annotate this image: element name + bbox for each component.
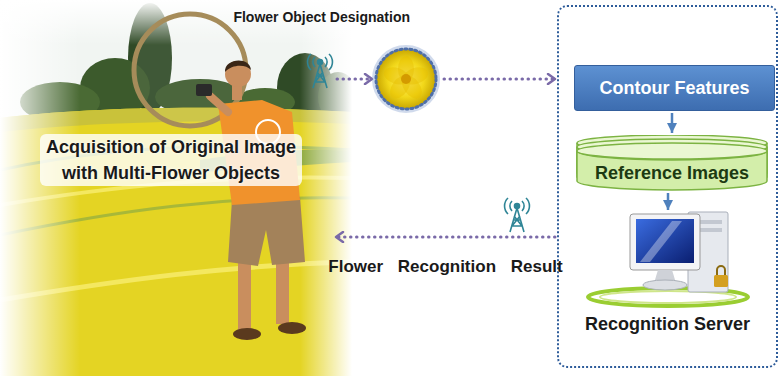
cylinder-stack bbox=[577, 143, 767, 159]
database-stack: Reference Images bbox=[574, 135, 770, 195]
computer-icon bbox=[717, 266, 725, 276]
flower-circle: Flower Object Designation bbox=[372, 45, 440, 113]
flower-photo bbox=[376, 49, 436, 109]
photographer-figure bbox=[196, 60, 306, 340]
scene-caption: Acquisition of Original Image with Multi… bbox=[40, 134, 302, 186]
antenna-icon bbox=[515, 204, 520, 209]
antenna-icon bbox=[313, 64, 327, 88]
dotted-arrow bbox=[336, 236, 555, 239]
server-label: Recognition Server bbox=[559, 313, 776, 335]
flow-arrow bbox=[671, 113, 674, 133]
computer-icon bbox=[600, 291, 736, 303]
photographer-figure bbox=[233, 328, 261, 340]
antenna-icon bbox=[308, 54, 333, 70]
photographer-figure bbox=[225, 60, 251, 72]
photographer-figure bbox=[228, 197, 305, 266]
photographer-figure bbox=[225, 61, 251, 87]
database-label: Reference Images bbox=[595, 162, 749, 184]
antenna-icon bbox=[505, 198, 530, 214]
edge-label: Flower Recognition Result bbox=[328, 257, 562, 277]
field-scene bbox=[0, 0, 80, 376]
antenna-icon bbox=[318, 60, 323, 65]
photographer-figure bbox=[278, 322, 306, 334]
computer-icon bbox=[640, 221, 682, 262]
server-panel: Recognition Server Contour FeaturesRefere… bbox=[557, 5, 778, 368]
antenna-icon bbox=[308, 54, 333, 88]
photographer-figure bbox=[238, 258, 251, 330]
photographer-figure bbox=[210, 96, 228, 112]
computer-icon bbox=[636, 219, 694, 263]
field-scene bbox=[300, 0, 352, 376]
computer-icon bbox=[643, 280, 687, 290]
antenna-icon bbox=[510, 208, 524, 232]
scene-panel: Acquisition of Original Image with Multi… bbox=[0, 0, 335, 376]
process-box: Contour Features bbox=[574, 65, 775, 111]
process-label: Contour Features bbox=[599, 77, 749, 99]
computer-icon bbox=[588, 212, 748, 306]
flower-photo bbox=[382, 64, 412, 87]
flower-photo bbox=[376, 49, 436, 109]
flower-photo bbox=[374, 47, 438, 111]
computer-icon bbox=[630, 214, 700, 270]
step-heading: Flower Object Designation bbox=[210, 9, 410, 26]
field-scene bbox=[0, 0, 352, 376]
dotted-arrow bbox=[337, 78, 372, 81]
antenna-icon bbox=[505, 198, 530, 232]
field-scene bbox=[0, 0, 352, 376]
photographer-figure bbox=[196, 84, 212, 96]
flower-photo bbox=[372, 45, 440, 113]
computer-icon bbox=[714, 275, 728, 287]
flow-arrow bbox=[667, 193, 670, 210]
photographer-figure bbox=[276, 256, 289, 324]
dotted-arrow bbox=[444, 78, 555, 81]
flower-photo bbox=[401, 74, 411, 84]
